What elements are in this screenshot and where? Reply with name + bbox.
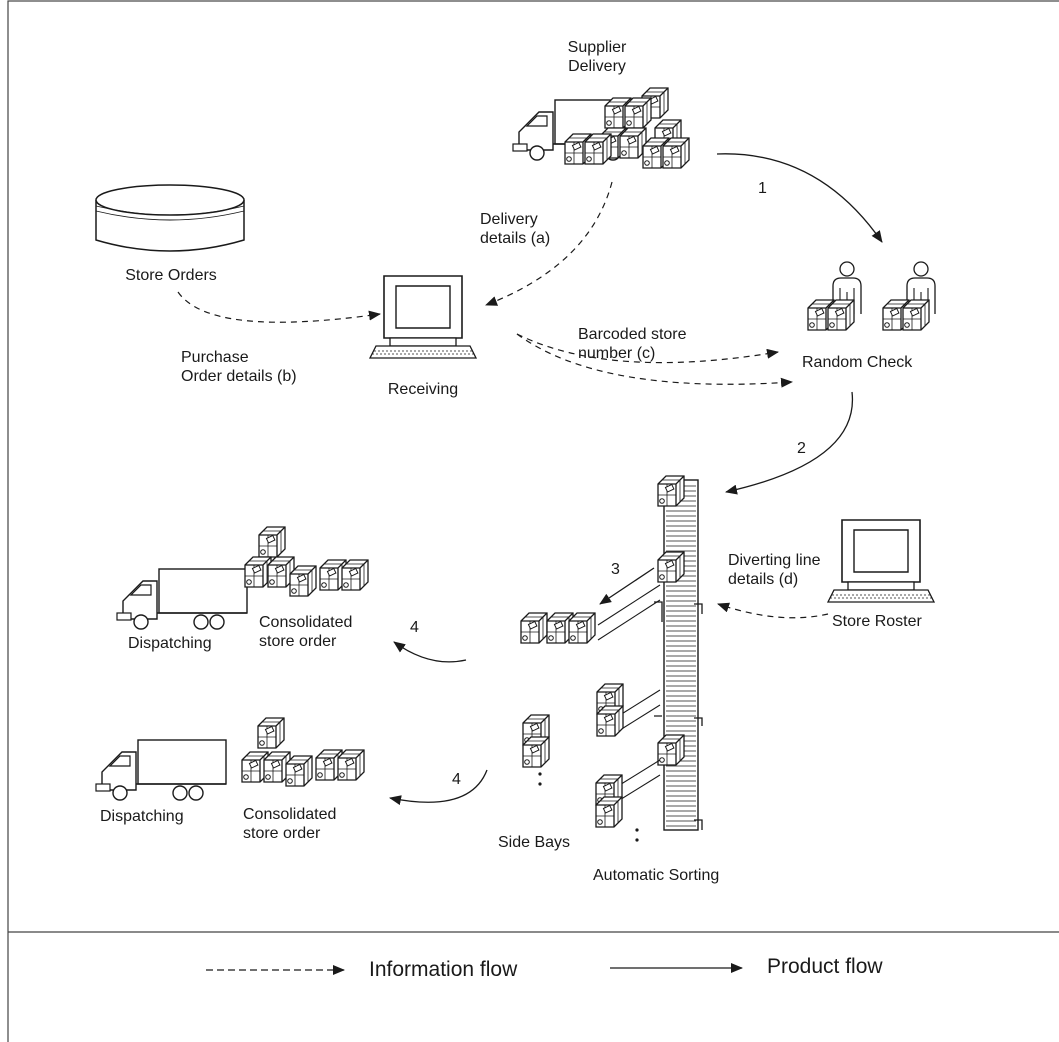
barcoded-line1: Barcoded store [578, 325, 687, 344]
diverting-line-label: Diverting line details (d) [728, 551, 820, 589]
box-stack-icon [597, 706, 623, 736]
purchase-line2: Order details (b) [181, 367, 297, 386]
side-bays-label: Side Bays [498, 833, 570, 852]
consolidated-bottom-line1: Consolidated [243, 805, 336, 824]
supplier-delivery-group [513, 88, 689, 168]
legend-product-flow: Product flow [767, 955, 883, 979]
consolidated-top-line2: store order [259, 632, 352, 651]
diverting-line1: Diverting line [728, 551, 820, 570]
delivery-details-line1: Delivery [480, 210, 550, 229]
automatic-sorting-label: Automatic Sorting [593, 866, 719, 885]
computer-icon [370, 276, 476, 358]
dispatching-bottom-label: Dispatching [100, 807, 184, 826]
box-stack-icon [521, 613, 547, 643]
delivery-details-line2: details (a) [480, 229, 550, 248]
dispatching-top-label: Dispatching [128, 634, 212, 653]
product-flow-4a [394, 642, 466, 662]
legend-information-flow: Information flow [369, 958, 517, 982]
step-number-4a: 4 [410, 619, 419, 637]
box-stack-icon [596, 797, 622, 827]
box-stack-icon [245, 557, 271, 587]
box-stack-icon [903, 300, 929, 330]
box-stack-icon [258, 718, 284, 748]
box-stack-icon [585, 134, 611, 164]
purchase-order-label: Purchase Order details (b) [181, 348, 297, 386]
consolidated-top-line1: Consolidated [259, 613, 352, 632]
supplier-label-line2: Delivery [568, 57, 627, 76]
box-stack-icon [625, 98, 651, 128]
box-stack-icon [338, 750, 364, 780]
barcoded-line2: number (c) [578, 344, 687, 363]
box-stack-icon [569, 613, 595, 643]
box-stack-icon [342, 560, 368, 590]
supplier-label-line1: Supplier [568, 38, 627, 57]
box-stack-icon [658, 735, 684, 765]
box-stack-icon [828, 300, 854, 330]
consolidated-order-bottom [242, 718, 364, 786]
box-stack-icon [663, 138, 689, 168]
product-flow-3 [600, 568, 654, 604]
store-orders-label: Store Orders [125, 266, 217, 285]
computer-icon [828, 520, 934, 602]
step-number-2: 2 [797, 440, 806, 458]
diverting-line2: details (d) [728, 570, 820, 589]
receiving-label: Receiving [388, 380, 458, 399]
consolidated-bottom-line2: store order [243, 824, 336, 843]
product-flow-4b [390, 770, 487, 802]
box-stack-icon [523, 737, 549, 767]
product-flow-2 [726, 392, 852, 492]
info-flow-purchase-order [178, 292, 380, 322]
truck-icon [96, 740, 226, 800]
delivery-details-label: Delivery details (a) [480, 210, 550, 248]
conveyor-icon [654, 476, 702, 830]
box-stack-icon [286, 756, 312, 786]
database-icon [96, 185, 244, 251]
consolidated-order-top [245, 527, 368, 596]
barcoded-store-label: Barcoded store number (c) [578, 325, 687, 363]
box-stack-icon [290, 566, 316, 596]
random-check-label: Random Check [802, 353, 912, 372]
supplier-delivery-label: Supplier Delivery [568, 38, 627, 76]
truck-icon [117, 569, 247, 629]
consolidated-top-label: Consolidated store order [259, 613, 352, 651]
side-bays-group [521, 613, 623, 827]
product-flow-1 [717, 154, 882, 242]
box-stack-icon [620, 128, 646, 158]
purchase-line1: Purchase [181, 348, 297, 367]
step-number-1: 1 [758, 180, 767, 198]
step-number-4b: 4 [452, 771, 461, 789]
box-stack-icon [658, 476, 684, 506]
box-stack-icon [658, 552, 684, 582]
box-stack-icon [259, 527, 285, 557]
info-flow-diverting-line [718, 604, 828, 618]
random-check-group [808, 262, 935, 330]
store-roster-label: Store Roster [832, 612, 922, 631]
consolidated-bottom-label: Consolidated store order [243, 805, 336, 843]
step-number-3: 3 [611, 561, 620, 579]
